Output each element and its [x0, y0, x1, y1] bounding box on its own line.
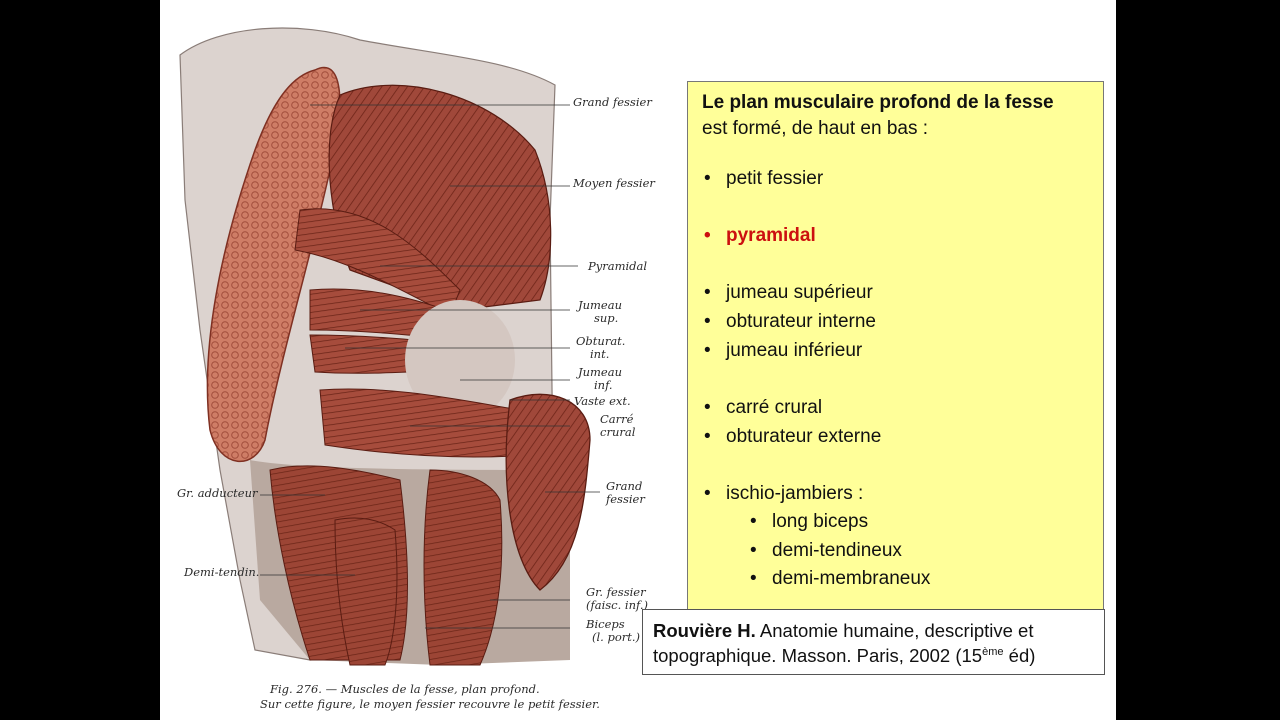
group-jumeaux-obturateur: jumeau supérieur obturateur interne jume… [702, 278, 1089, 365]
figure-caption: Fig. 276. — Muscles de la fesse, plan pr… [260, 682, 600, 712]
label-pyramidal: Pyramidal [588, 259, 648, 273]
reference-line-1: Rouvière H. Anatomie humaine, descriptiv… [653, 618, 1094, 643]
list-item: jumeau supérieur [702, 278, 1089, 307]
list-item: petit fessier [702, 164, 1089, 193]
list-item: obturateur interne [702, 307, 1089, 336]
summary-subtitle: est formé, de haut en bas : [702, 118, 929, 139]
summary-title: Le plan musculaire profond de la fesse [702, 92, 1054, 113]
list-subitem: long biceps [702, 508, 1089, 537]
list-item: obturateur externe [702, 422, 1089, 451]
caption-line-2: Sur cette figure, le moyen fessier recou… [260, 697, 600, 711]
list-subitem: demi-membraneux [702, 565, 1089, 594]
reference-title: Anatomie humaine, descriptive et [755, 620, 1034, 641]
label-gr-adducteur: Gr. adducteur [177, 486, 258, 500]
group-pyramidal: pyramidal [702, 221, 1089, 250]
reference-line-2: topographique. Masson. Paris, 2002 (15èm… [653, 645, 1036, 666]
reference-author: Rouvière H. [653, 620, 756, 641]
list-subitem: demi-tendineux [702, 537, 1089, 566]
list-item: carré crural [702, 393, 1089, 422]
reference-box: Rouvière H. Anatomie humaine, descriptiv… [642, 609, 1105, 675]
group-ischio-jambiers: ischio-jambiers : long biceps demi-tendi… [702, 479, 1089, 594]
list-item: jumeau inférieur [702, 336, 1089, 365]
label-moyen-fessier: Moyen fessier [573, 176, 655, 190]
label-vaste-ext: Vaste ext. [574, 394, 631, 408]
edition-superscript: ème [982, 645, 1004, 658]
list-item: ischio-jambiers : [702, 479, 1089, 508]
summary-box: Le plan musculaire profond de la fesse e… [687, 81, 1104, 610]
label-biceps: Biceps(l. port.) [586, 617, 641, 644]
label-gr-fessier-faisc: Gr. fessier(faisc. inf.) [586, 585, 649, 612]
label-obturat-int: Obturat.int. [576, 334, 626, 361]
label-grand-fessier-top: Grand fessier [573, 95, 652, 109]
group-petit-fessier: petit fessier [702, 164, 1089, 193]
label-demi-tendin: Demi-tendin. [184, 565, 260, 579]
anatomy-illustration [179, 27, 600, 666]
list-item-highlighted: pyramidal [702, 221, 1089, 250]
group-carre-obturateur-externe: carré crural obturateur externe [702, 393, 1089, 451]
slide: Grand fessier Moyen fessier Pyramidal Ju… [160, 0, 1116, 720]
caption-line-1: Fig. 276. — Muscles de la fesse, plan pr… [270, 682, 540, 696]
